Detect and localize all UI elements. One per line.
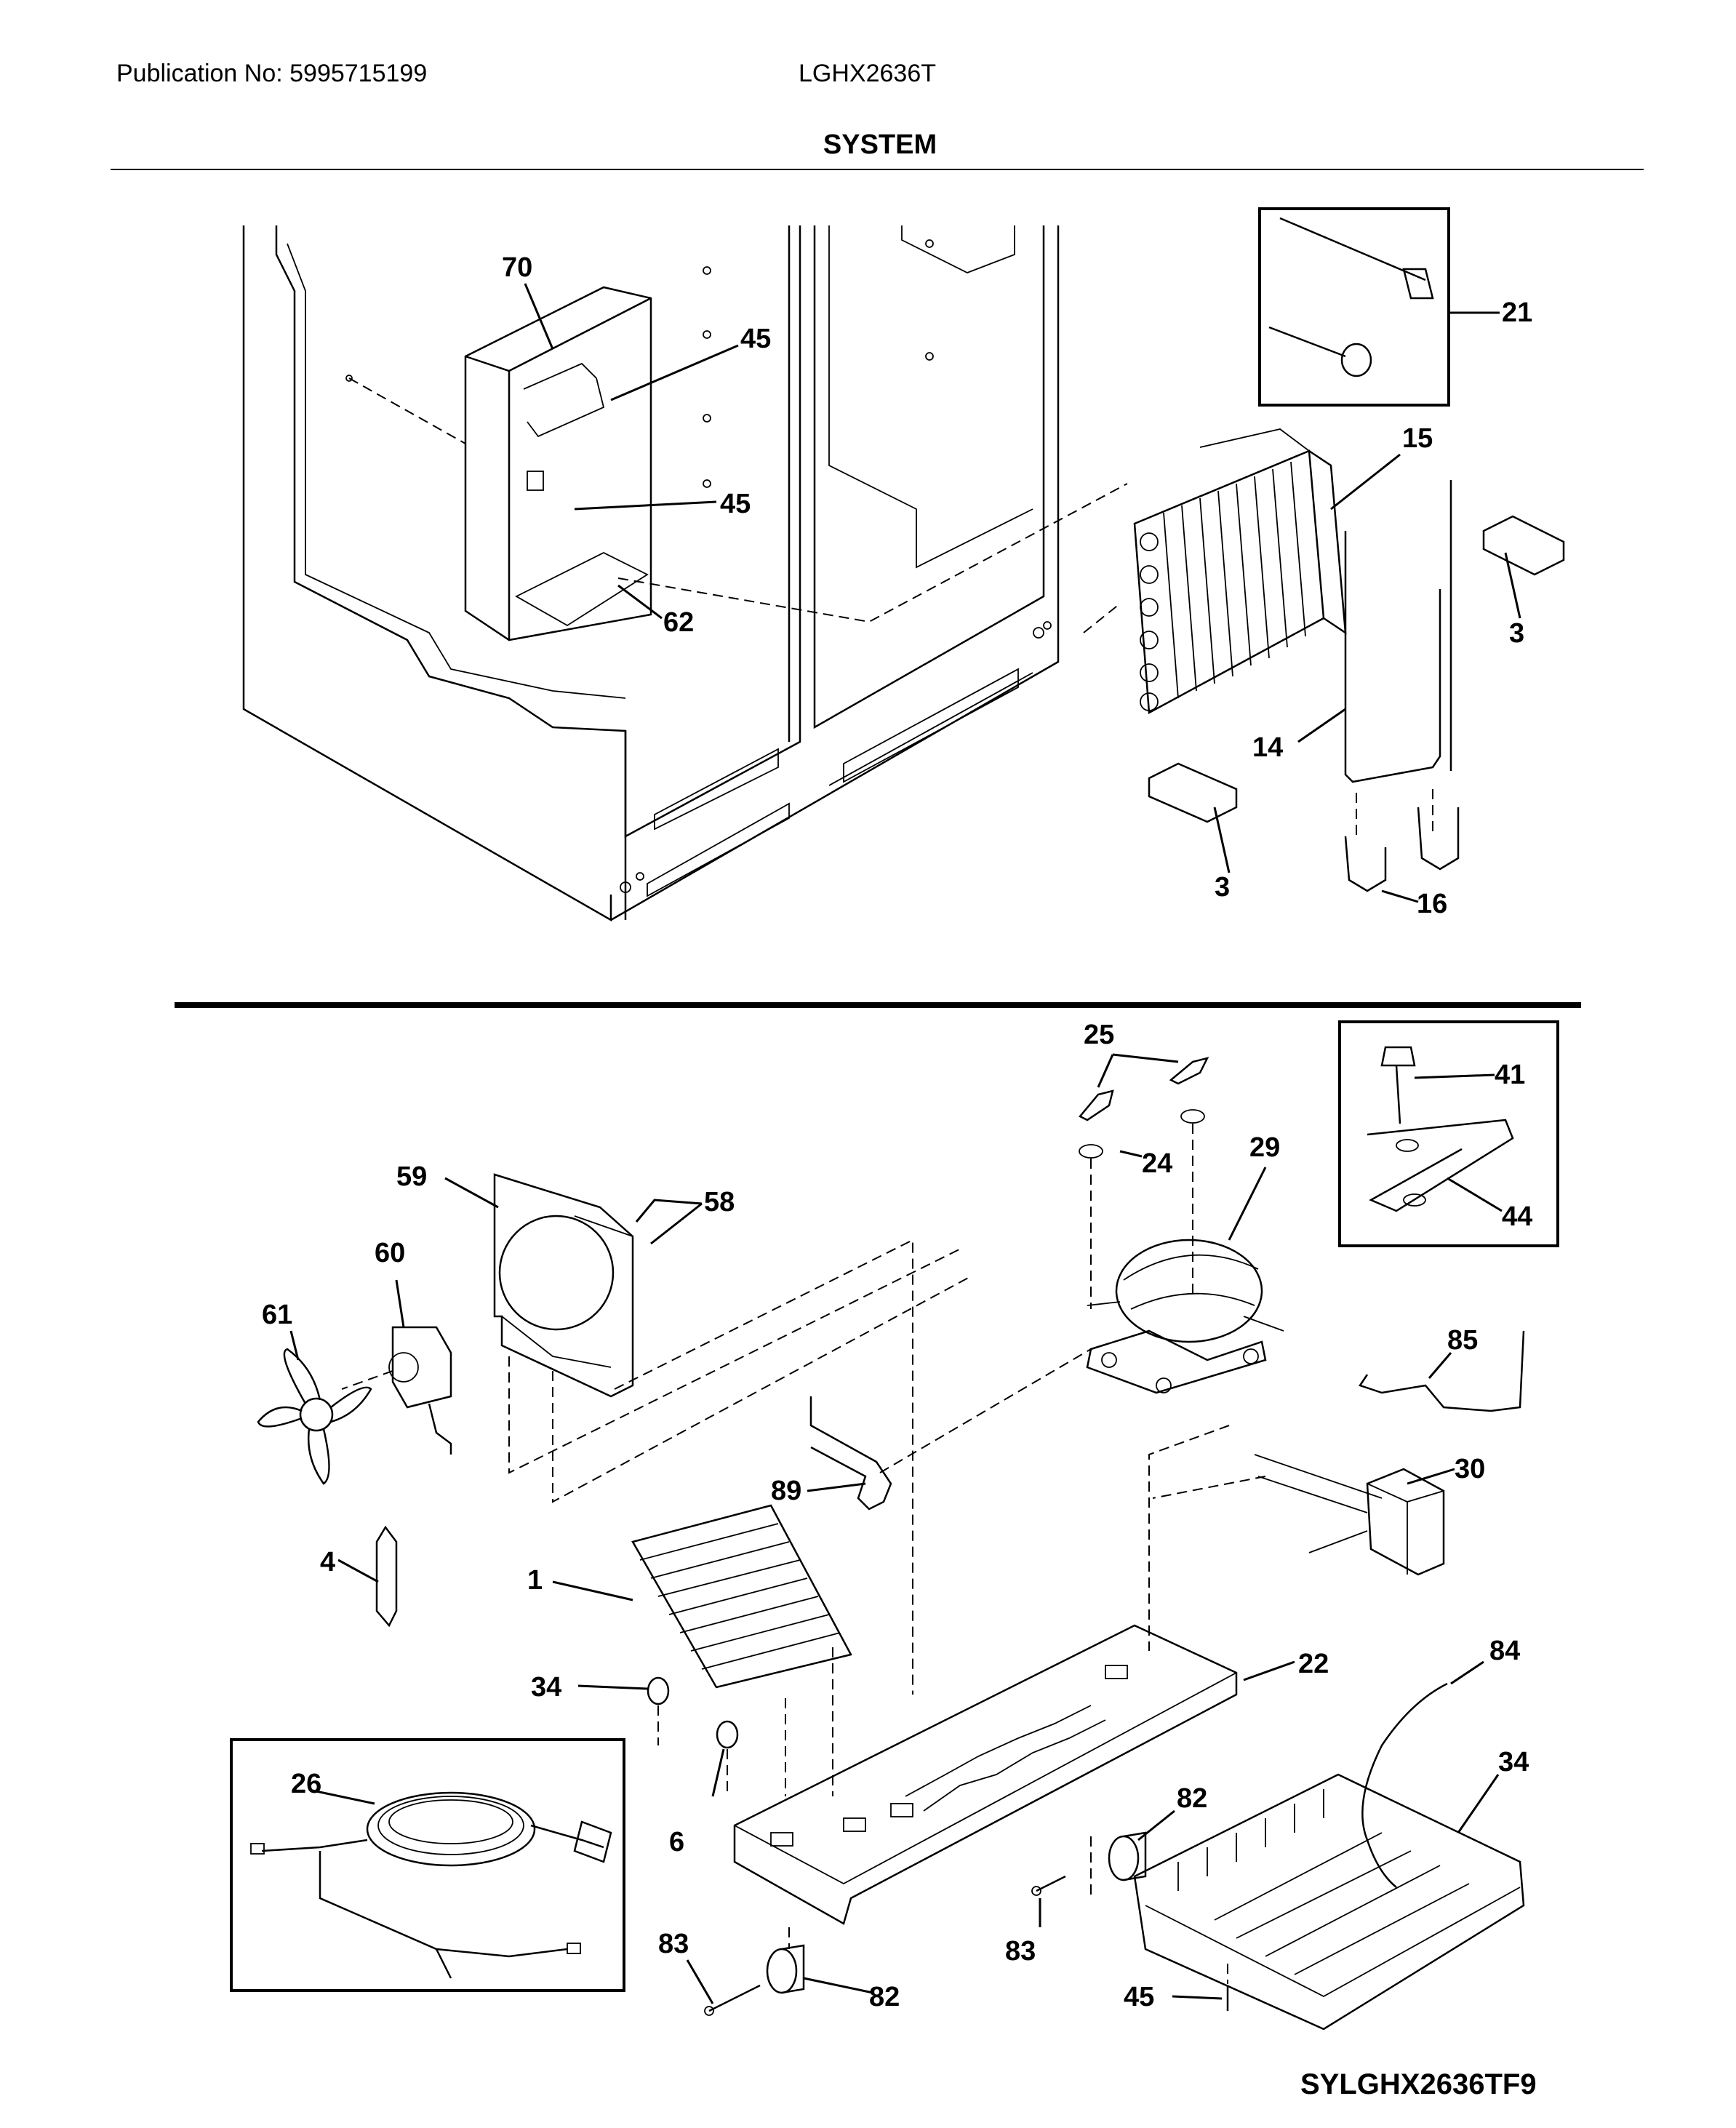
callout-62: 62 (663, 607, 694, 638)
callout-45-upper: 45 (740, 324, 771, 354)
spacer-lower (716, 1720, 739, 1749)
callout-22: 22 (1298, 1649, 1329, 1679)
mounting-frame (1344, 480, 1460, 892)
condenser-coil (1083, 428, 1347, 715)
callout-83-left: 83 (658, 1929, 689, 1959)
base-pan (733, 1624, 1238, 1925)
callout-84: 84 (1489, 1636, 1520, 1666)
callout-30: 30 (1455, 1454, 1485, 1484)
grommet-left (766, 1944, 805, 1994)
condenser-grid (631, 1504, 852, 1796)
hairpin-tube-89 (809, 1396, 892, 1511)
foam-block-lower (1148, 762, 1238, 823)
ice-container-housing (345, 286, 1128, 641)
callout-61: 61 (262, 1300, 292, 1330)
callout-15: 15 (1402, 423, 1433, 454)
callout-21: 21 (1502, 297, 1532, 328)
callout-58: 58 (704, 1187, 735, 1217)
page-title: SYSTEM (823, 129, 937, 160)
publication-number: Publication No: 5995715199 (116, 60, 428, 87)
drain-hose (1361, 1682, 1448, 1888)
callout-14: 14 (1252, 732, 1283, 763)
callout-24: 24 (1142, 1148, 1172, 1179)
callout-89: 89 (771, 1476, 801, 1506)
compressor (1086, 1239, 1284, 1394)
callout-16: 16 (1417, 889, 1447, 919)
condenser-fins (1163, 461, 1306, 699)
screw-right (1036, 1875, 1066, 1892)
callout-25: 25 (1084, 1020, 1114, 1050)
callout-6: 26 (291, 1769, 321, 1799)
callout-34-upper: 34 (531, 1672, 561, 1703)
header-divider (111, 169, 1644, 170)
filter-drier (375, 1525, 398, 1628)
callout-1: 1 (527, 1565, 543, 1596)
callout-3-left: 3 (1215, 872, 1230, 903)
foam-block-upper (1482, 515, 1565, 576)
inset-box-41-44 (1338, 1020, 1559, 1247)
callout-41: 41 (1495, 1060, 1525, 1090)
diagram-code: SYLGHX2636TF9 (1300, 2068, 1537, 2100)
model-number: LGHX2636T (799, 60, 936, 87)
callout-82-left: 82 (869, 1982, 900, 2012)
callout-44: 44 (1502, 1201, 1532, 1232)
inset-box-6 (230, 1738, 625, 1992)
spacer-upper (647, 1676, 670, 1705)
section-divider (175, 1002, 1581, 1008)
fan-shroud (493, 1173, 972, 1695)
callout-26: 34 (1498, 1747, 1529, 1777)
callout-82-right: 82 (1177, 1783, 1207, 1814)
callout-83-right: 83 (1005, 1936, 1036, 1967)
callout-60: 60 (375, 1238, 405, 1268)
callout-59: 59 (396, 1161, 427, 1192)
screw-left (708, 1984, 761, 2012)
callout-29: 29 (1249, 1132, 1280, 1163)
callout-45-lower: 45 (720, 489, 751, 519)
callout-45-bottom: 45 (1124, 1982, 1154, 2012)
cabinet-liner (242, 225, 1060, 922)
power-cord (250, 1791, 612, 1979)
callout-34-lower: 6 (669, 1827, 684, 1857)
callout-4: 4 (320, 1547, 335, 1577)
callout-70: 70 (502, 252, 532, 283)
callout-85: 85 (1447, 1325, 1478, 1356)
fan-blade (257, 1348, 372, 1485)
callout-3-right: 3 (1509, 618, 1524, 649)
inset-box-21 (1258, 207, 1450, 407)
grommet-right (1108, 1831, 1147, 1881)
fan-motor (388, 1326, 452, 1455)
relay-overload (1148, 1425, 1445, 1651)
tube-85 (1359, 1330, 1525, 1412)
drain-pan (1133, 1773, 1525, 2031)
